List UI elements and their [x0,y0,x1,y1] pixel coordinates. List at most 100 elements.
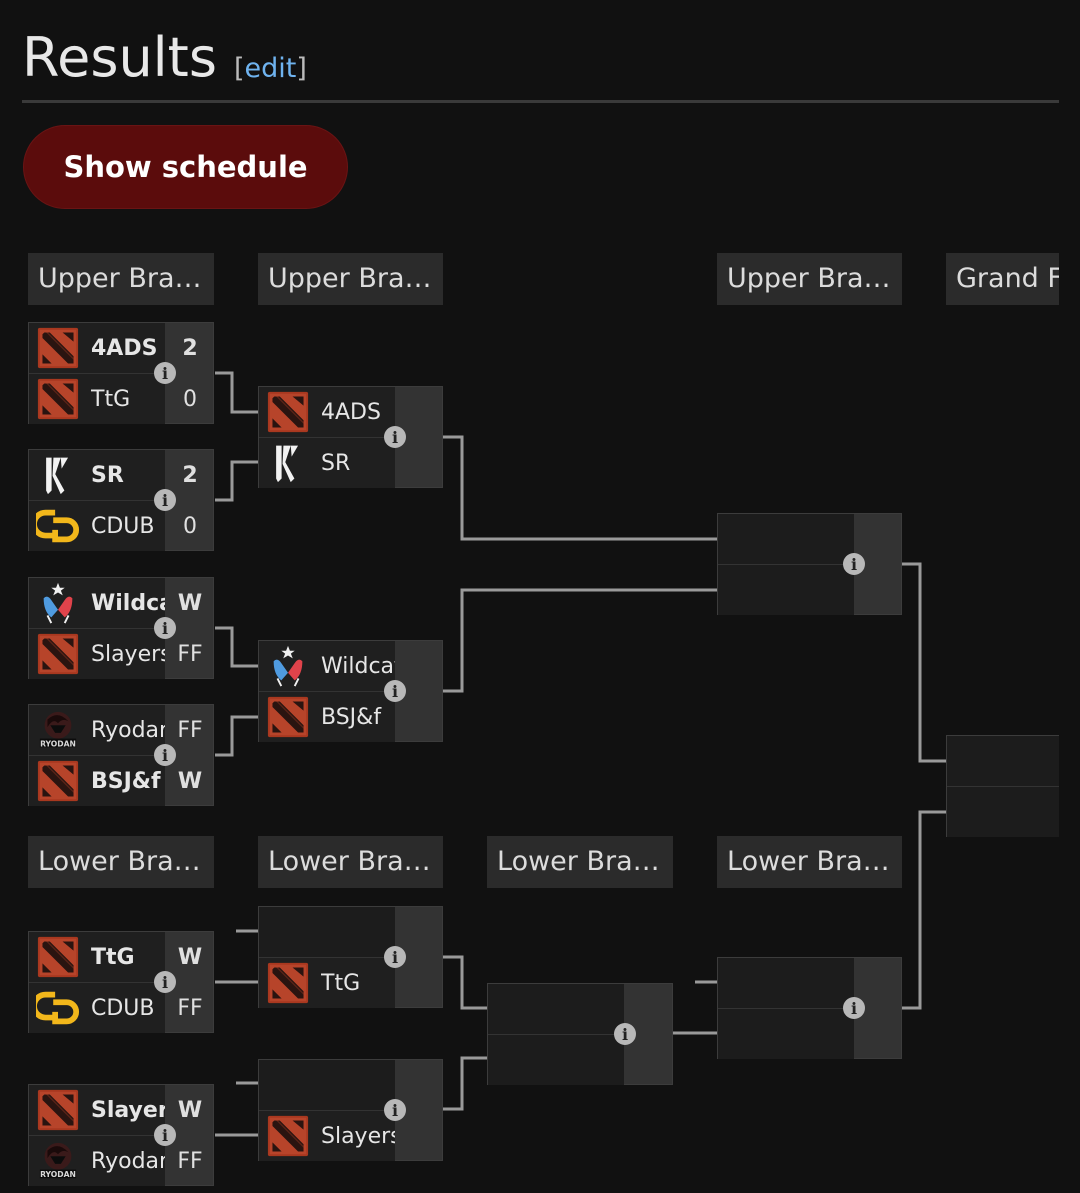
team-name: 4ADS [91,335,158,361]
dota-logo-icon [35,758,81,804]
team-score: FF [177,1148,203,1174]
match-lb-r1-2: Slayer W Ryodan FF i [28,1084,214,1186]
match-lb-r1-1: TtG W CDUB FF i [28,931,214,1033]
match-lb-r3: i [487,983,673,1085]
round-header-lb-r2: Lower Bracket Round 2 [258,836,443,888]
dota-logo-icon [265,389,311,435]
team-score: 2 [182,462,198,488]
team-slot[interactable]: TtG [259,958,395,1008]
cdub-logo-icon [35,985,81,1031]
team-name: SR [321,450,351,476]
team-slot-empty[interactable] [947,787,1059,837]
team-slot[interactable]: Ryodan [29,705,165,755]
ryodan-logo-icon [35,707,81,753]
info-icon[interactable]: i [154,1124,176,1146]
edit-link-wrapper: [edit] [234,53,307,84]
team-slot-empty[interactable] [718,958,854,1008]
dota-logo-icon [265,960,311,1006]
team-slot[interactable]: SR [259,438,395,488]
info-icon[interactable]: i [154,971,176,993]
sr-logo-icon [265,440,311,486]
team-slot-empty[interactable] [718,514,854,564]
info-icon[interactable]: i [843,997,865,1019]
team-slot-empty[interactable] [718,565,854,615]
team-slot-empty[interactable] [488,984,624,1034]
connector-line [443,955,488,1010]
team-score: W [177,944,203,970]
team-slot[interactable]: Slayers [259,1111,395,1161]
team-slot-empty[interactable] [259,1060,395,1110]
team-slot[interactable]: SR [29,450,165,500]
sr-logo-icon [35,452,81,498]
team-name: Ryodan [91,717,165,743]
show-schedule-button[interactable]: Show schedule [23,125,348,209]
team-slot[interactable]: Slayer [29,1085,165,1135]
team-slot[interactable]: BSJ&f [29,756,165,806]
team-name: BSJ&f [321,704,382,730]
round-header-ub-final: Upper Bracket Final [717,253,902,305]
team-slot[interactable]: CDUB [29,983,165,1033]
team-score: FF [177,995,203,1021]
team-slot-empty[interactable] [718,1009,854,1059]
team-name: TtG [321,970,361,996]
team-score: FF [177,641,203,667]
info-icon[interactable]: i [154,744,176,766]
info-icon[interactable]: i [384,946,406,968]
team-score: 2 [182,335,198,361]
team-slot-empty[interactable] [488,1035,624,1085]
team-slot[interactable]: 4ADS [259,387,395,437]
info-icon[interactable]: i [843,553,865,575]
team-name: 4ADS [321,399,381,425]
team-slot[interactable]: Wildcats [29,578,165,628]
edit-link[interactable]: edit [244,53,297,84]
match-ub-r1-1: 4ADS 2 TtG 0 i [28,322,214,424]
team-name: TtG [91,944,135,970]
match-ub-r2-1: 4ADS SR i [258,386,443,488]
team-slot[interactable]: Wildcats [259,641,395,691]
team-name: CDUB [91,513,155,539]
team-score: W [177,590,203,616]
team-slot[interactable]: TtG [29,374,165,424]
round-header-ub-r1: Upper Bracket Round 1 [28,253,214,305]
wildcats-logo-icon [265,643,311,689]
dota-logo-icon [265,694,311,740]
connector-line [215,715,258,757]
team-name: BSJ&f [91,768,161,794]
connector-line [902,810,946,1010]
match-ub-r1-4: Ryodan FF BSJ&f W i [28,704,214,806]
info-icon[interactable]: i [154,489,176,511]
info-icon[interactable]: i [384,680,406,702]
match-lb-r2-2: Slayers i [258,1059,443,1161]
team-slot-empty[interactable] [259,907,395,957]
match-ub-r2-2: Wildcats BSJ&f i [258,640,443,742]
info-icon[interactable]: i [614,1023,636,1045]
info-icon[interactable]: i [154,617,176,639]
dota-logo-icon [265,1113,311,1159]
team-slot[interactable]: BSJ&f [259,692,395,742]
info-icon[interactable]: i [384,1099,406,1121]
round-header-ub-r2: Upper Bracket Round 2 [258,253,443,305]
connector-line [215,460,258,502]
connector-line [443,588,717,693]
match-ub-r1-3: Wildcats W Slayers FF i [28,577,214,679]
team-slot[interactable]: Ryodan [29,1136,165,1186]
team-name: Ryodan [91,1148,165,1174]
round-header-grand-final: Grand Final [946,253,1059,305]
connector-line [215,371,258,414]
dota-logo-icon [35,934,81,980]
dota-logo-icon [35,376,81,422]
team-slot[interactable]: Slayers [29,629,165,679]
team-slot[interactable]: CDUB [29,501,165,551]
team-slot-empty[interactable] [947,736,1059,786]
connector-line [443,1056,488,1111]
round-header-lb-r3: Lower Bracket Round 3 [487,836,673,888]
ryodan-logo-icon [35,1138,81,1184]
cdub-logo-icon [35,503,81,549]
info-icon[interactable]: i [384,426,406,448]
team-slot[interactable]: 4ADS [29,323,165,373]
info-icon[interactable]: i [154,362,176,384]
team-slot[interactable]: TtG [29,932,165,982]
team-score: W [177,1097,203,1123]
